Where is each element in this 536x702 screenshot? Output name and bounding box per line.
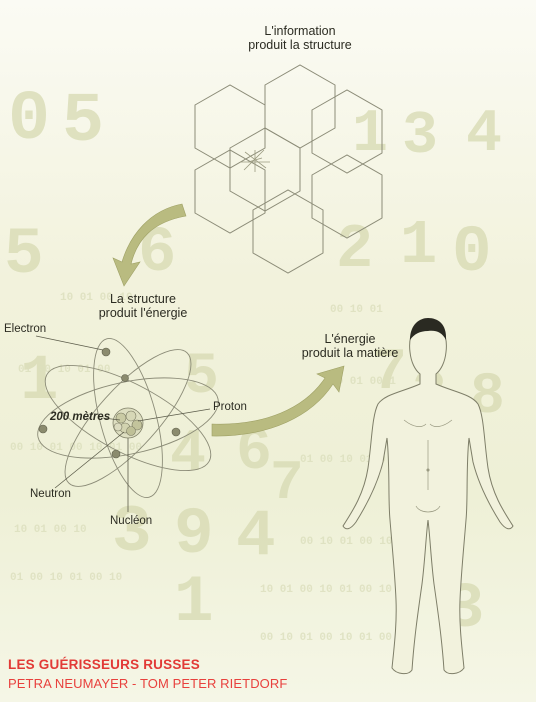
starburst-icon	[240, 150, 270, 172]
human-body	[343, 322, 513, 674]
label-neutron: Neutron	[30, 488, 71, 501]
hexagon-right	[312, 90, 382, 173]
label-electron: Electron	[4, 323, 46, 336]
book-authors: PETRA NEUMAYER - TOM PETER RIETDORF	[8, 676, 287, 691]
label-information-line1: L'information	[230, 24, 370, 38]
hexagon-top-right	[265, 65, 335, 148]
label-structure-line2: produit l'énergie	[78, 306, 208, 320]
electrons	[39, 348, 180, 458]
label-nucleon: Nucléon	[110, 515, 152, 528]
label-distance: 200 mètres	[50, 411, 110, 424]
label-proton: Proton	[213, 401, 247, 414]
electron-dot	[172, 428, 180, 436]
label-structure: La structure produit l'énergie	[78, 292, 208, 320]
label-energie-line1: L'énergie	[290, 332, 410, 346]
label-information-line2: produit la structure	[230, 38, 370, 52]
label-energie-line2: produit la matière	[290, 346, 410, 360]
arrow-structure-to-energy	[113, 204, 186, 286]
book-title: LES GUÉRISSEURS RUSSES	[8, 657, 200, 672]
label-information: L'information produit la structure	[230, 24, 370, 52]
label-structure-line1: La structure	[78, 292, 208, 306]
electron-dot	[112, 450, 120, 458]
electron-dot	[122, 375, 129, 382]
hexagon-structure	[195, 65, 382, 273]
atom-nucleus	[113, 408, 143, 438]
electron-dot	[39, 425, 47, 433]
label-energie: L'énergie produit la matière	[290, 332, 410, 360]
electron-dot	[102, 348, 110, 356]
